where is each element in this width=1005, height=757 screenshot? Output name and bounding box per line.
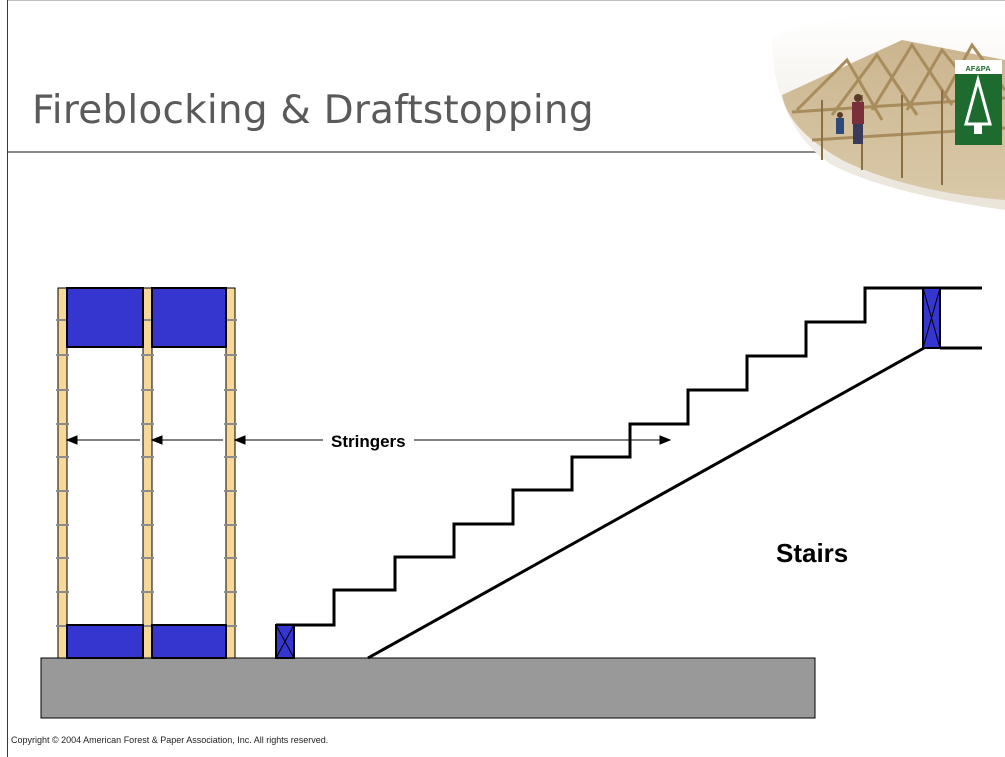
stair-block-top [922,287,941,349]
fireblock-bottom-left [66,624,144,659]
stringer-board [225,287,236,659]
fireblock-top-right [151,287,227,348]
stringer-board [142,287,153,659]
fireblock-bottom-right [151,624,227,659]
stringer-board [57,287,68,659]
copyright-notice: Copyright © 2004 American Forest & Paper… [11,735,329,745]
stair-profile [276,286,982,660]
slide-left-border [7,0,8,757]
fireblock-top-left [66,287,144,348]
fireblocks [66,287,227,659]
stair-block-bottom [275,624,295,659]
slide-title: Fireblocking & Draftstopping [32,88,594,133]
floor-slab [40,657,816,719]
framing-photo: AF&PA [772,15,1005,210]
stairs-label: Stairs [776,538,849,568]
stringer-boards [56,287,237,659]
svg-text:AF&PA: AF&PA [965,64,991,73]
title-divider [8,151,1005,153]
stringers-label: Stringers [323,432,414,452]
stringers-arrow [65,435,672,445]
slide-top-border [7,0,1005,1]
